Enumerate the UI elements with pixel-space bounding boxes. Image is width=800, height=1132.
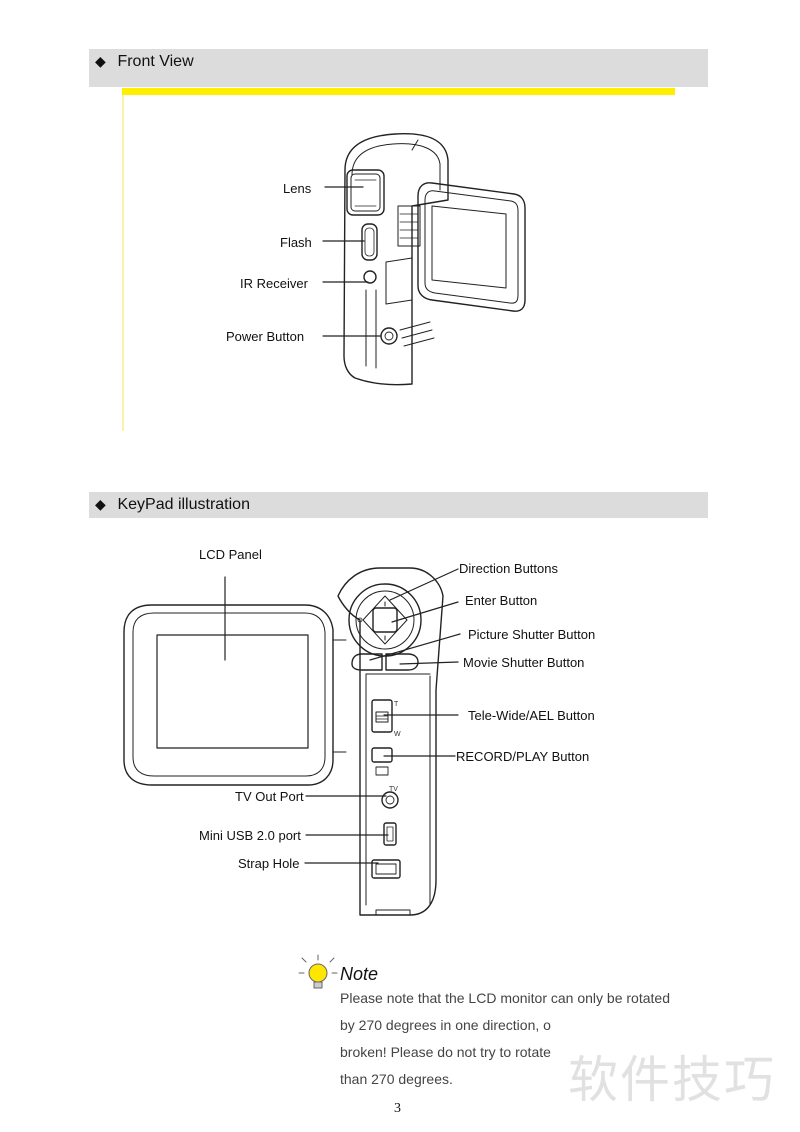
front-view-header: ◆ Front View [89,49,708,87]
direction-pad-icon [348,583,422,657]
movie-shutter-icon [385,653,419,671]
lcd-panel-label: LCD Panel [199,547,262,562]
front-lcd-panel [417,182,526,312]
direction-buttons-label: Direction Buttons [459,561,558,576]
diamond-bullet-icon: ◆ [95,53,106,69]
note-heading: Note [340,964,379,984]
lightbulb-icon [298,954,338,989]
flash-label: Flash [280,235,312,250]
watermark: 软件技巧 [568,1051,776,1109]
tele-wide-icon [371,699,393,733]
lens-icon [346,169,385,216]
note-line-3: broken! Please do not try to rotate [340,1044,551,1060]
power-button-label: Power Button [226,329,305,344]
enter-leader [391,601,459,623]
movie-shutter-label: Movie Shutter Button [463,655,585,670]
tele-mark: T [394,701,399,708]
lens-label: Lens [283,181,312,196]
keypad-header: ◆ KeyPad illustration [89,492,708,518]
power-button-icon [380,327,398,345]
record-play-icon [371,747,393,763]
movie-shutter-leader [399,661,459,665]
mini-usb-label: Mini USB 2.0 port [199,828,301,843]
note-line-1: Please note that the LCD monitor can onl… [340,990,670,1006]
record-play-label: RECORD/PLAY Button [456,749,590,764]
diamond-bullet-icon: ◆ [95,496,106,512]
enter-button-label: Enter Button [465,593,538,608]
tv-out-label: TV Out Port [235,789,304,804]
front-camera-body [343,133,449,386]
wide-mark: W [394,731,401,738]
enter-button-icon [372,607,398,633]
mini-usb-port-icon [383,822,397,846]
keypad-camera-body [337,567,444,916]
ir-receiver-label: IR Receiver [240,276,308,291]
direction-leader [389,568,459,601]
note-line-4: than 270 degrees. [340,1071,453,1087]
picture-shutter-icon [351,653,383,671]
picture-shutter-leader [369,633,461,661]
yellow-accent-edge [122,95,124,431]
page-number: 3 [394,1101,401,1116]
picture-shutter-label: Picture Shutter Button [468,627,596,642]
strap-hole-label: Strap Hole [238,856,300,871]
tv-out-port-icon [381,791,399,809]
yellow-accent-strip [122,88,675,95]
note-line-2: by 270 degrees in one direction, o [340,1017,551,1033]
tv-mark: TV [389,786,398,793]
front-view-title: Front View [117,53,194,70]
strap-hole-icon [371,859,401,879]
ir-receiver-icon [363,270,377,284]
flash-icon [361,223,378,261]
tele-wide-label: Tele-Wide/AEL Button [468,708,595,723]
keypad-title: KeyPad illustration [117,496,250,513]
keypad-lcd-panel [123,604,334,786]
